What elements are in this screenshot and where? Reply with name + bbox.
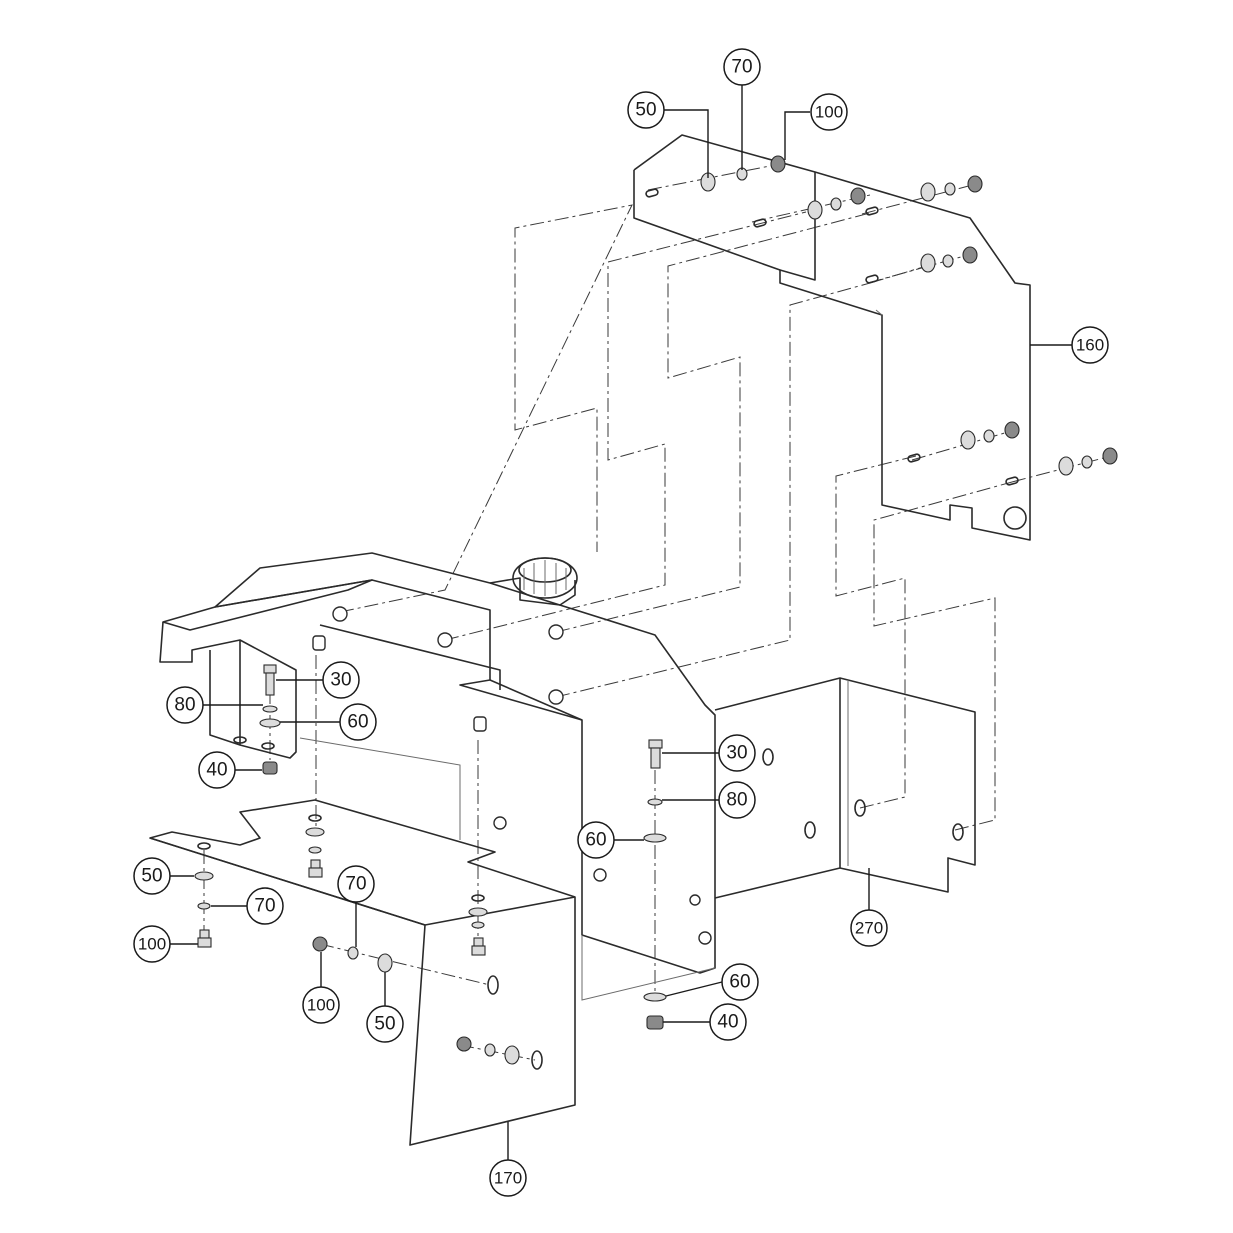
svg-text:50: 50	[635, 100, 656, 121]
svg-text:30: 30	[726, 743, 747, 764]
callout-50-mid: 50	[366, 1005, 404, 1043]
callout-80-right: 80	[718, 781, 756, 819]
callout-270: 270	[850, 909, 888, 947]
tank-housing	[159, 552, 716, 1001]
svg-text:60: 60	[347, 712, 368, 733]
svg-text:100: 100	[138, 935, 166, 954]
callout-70-mid: 70	[337, 865, 375, 903]
svg-text:60: 60	[729, 972, 750, 993]
svg-text:40: 40	[206, 760, 227, 781]
hardware	[194, 155, 1118, 1065]
svg-text:60: 60	[585, 830, 606, 851]
svg-text:80: 80	[726, 790, 747, 811]
callout-100-top: 100	[810, 93, 848, 131]
svg-text:160: 160	[1076, 336, 1104, 355]
svg-text:100: 100	[815, 103, 843, 122]
callout-100-mid: 100	[302, 986, 340, 1024]
callout-50-top: 50	[627, 91, 665, 129]
svg-text:80: 80	[174, 695, 195, 716]
callout-50-left: 50	[133, 857, 171, 895]
callout-40-left: 40	[198, 751, 236, 789]
callout-30-left: 30	[322, 661, 360, 699]
leader-lines	[170, 84, 1072, 1160]
svg-text:70: 70	[731, 57, 752, 78]
callout-70-left: 70	[246, 887, 284, 925]
bracket-170	[149, 799, 576, 1146]
svg-text:40: 40	[717, 1012, 738, 1033]
svg-text:270: 270	[855, 919, 883, 938]
svg-text:170: 170	[494, 1169, 522, 1188]
bracket-270	[714, 677, 976, 899]
svg-text:100: 100	[307, 996, 335, 1015]
callout-80-left: 80	[166, 686, 204, 724]
callout-40-low: 40	[709, 1003, 747, 1041]
callout-60-left: 60	[339, 703, 377, 741]
callout-30-right: 30	[718, 734, 756, 772]
callout-170: 170	[489, 1159, 527, 1197]
callout-160: 160	[1071, 326, 1109, 364]
svg-text:50: 50	[374, 1014, 395, 1035]
svg-text:30: 30	[330, 670, 351, 691]
callout-60-mid: 60	[577, 821, 615, 859]
bracket-160	[633, 134, 1031, 541]
callout-60-low: 60	[721, 963, 759, 1001]
svg-text:70: 70	[254, 896, 275, 917]
svg-text:50: 50	[141, 866, 162, 887]
svg-text:70: 70	[345, 874, 366, 895]
callout-100-left: 100	[133, 925, 171, 963]
callout-70-top: 70	[723, 48, 761, 86]
